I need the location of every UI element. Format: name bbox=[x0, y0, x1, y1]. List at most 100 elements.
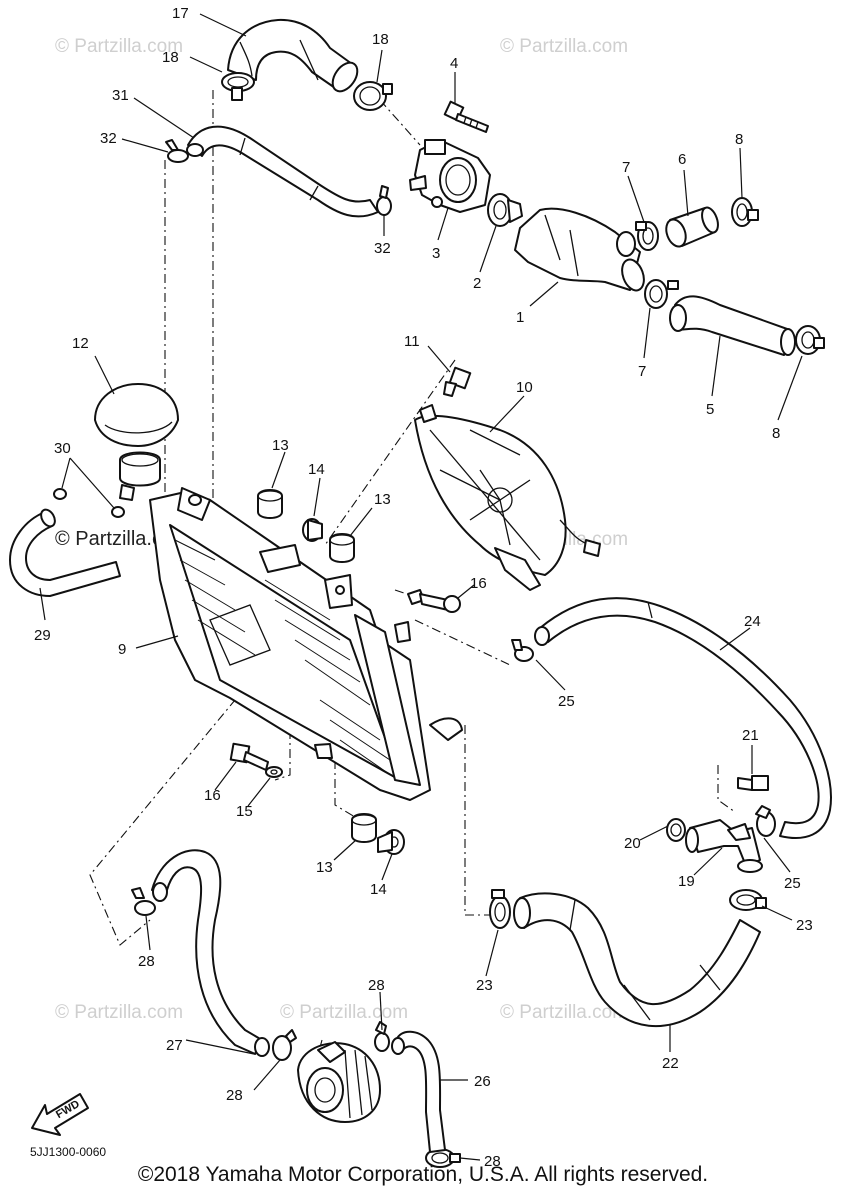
callout-28: 28 bbox=[138, 953, 155, 970]
callout-5: 5 bbox=[706, 401, 714, 418]
callout-19: 19 bbox=[678, 873, 695, 890]
callout-15: 15 bbox=[236, 803, 253, 820]
thermostat-housing-1 bbox=[514, 207, 645, 292]
callout-32: 32 bbox=[374, 240, 391, 257]
diagram-code: 5JJ1300-0060 bbox=[30, 1145, 106, 1159]
callout-28: 28 bbox=[368, 977, 385, 994]
watermark: © Partzilla.com bbox=[500, 36, 628, 57]
callout-8: 8 bbox=[772, 425, 780, 442]
callout-9: 9 bbox=[118, 641, 126, 658]
damper-13-mid bbox=[329, 533, 355, 563]
callout-28: 28 bbox=[226, 1087, 243, 1104]
hose-27 bbox=[151, 849, 270, 1057]
callout-2: 2 bbox=[473, 275, 481, 292]
joint-pipe-19 bbox=[685, 819, 763, 873]
leader-lines bbox=[39, 13, 803, 1161]
callout-13: 13 bbox=[374, 491, 391, 508]
hose-22 bbox=[513, 892, 761, 1028]
clamp-8-bottom bbox=[795, 325, 825, 355]
watermark: © Partzilla.com bbox=[280, 1002, 408, 1023]
callout-31: 31 bbox=[112, 87, 129, 104]
callout-25: 25 bbox=[784, 875, 801, 892]
callout-17: 17 bbox=[172, 5, 189, 22]
bolt-16-top bbox=[407, 589, 461, 613]
bolt-4 bbox=[443, 100, 489, 133]
clamp-28-top-pump bbox=[374, 1021, 390, 1052]
callout-3: 3 bbox=[432, 245, 440, 262]
watermark: © Partzilla.com bbox=[55, 1002, 183, 1023]
thermostat-2 bbox=[487, 193, 523, 227]
watermark: © Partzilla.com bbox=[500, 1002, 628, 1023]
callout-24: 24 bbox=[744, 613, 761, 630]
hose-17 bbox=[227, 18, 359, 93]
clip-32-left bbox=[165, 139, 189, 163]
radiator-9 bbox=[149, 487, 463, 801]
callout-7: 7 bbox=[638, 363, 646, 380]
callout-11: 11 bbox=[404, 333, 420, 350]
collar-14-bottom bbox=[377, 829, 405, 855]
clamp-18-left bbox=[221, 72, 255, 101]
clamp-28-left bbox=[131, 887, 156, 916]
fwd-arrow: FWD bbox=[31, 1093, 89, 1136]
washer-15 bbox=[265, 766, 283, 778]
callout-28: 28 bbox=[484, 1153, 501, 1170]
callout-27: 27 bbox=[166, 1037, 183, 1054]
callout-26: 26 bbox=[474, 1073, 491, 1090]
callout-numbers: 17 18 18 4 31 32 32 3 2 7 6 8 1 7 5 8 12… bbox=[34, 5, 813, 1170]
clamp-28-bottom bbox=[272, 1029, 297, 1061]
fan-10 bbox=[414, 404, 601, 591]
clamp-23-left bbox=[489, 889, 511, 929]
bolt-16-bottom bbox=[229, 742, 269, 771]
water-pump bbox=[297, 1041, 381, 1123]
callout-14: 14 bbox=[370, 881, 387, 898]
clamp-25-top bbox=[511, 639, 534, 662]
radiator-cap-12 bbox=[94, 383, 179, 501]
damper-13-bottom bbox=[351, 813, 377, 843]
thermostat-cover-3 bbox=[409, 139, 491, 213]
callout-8: 8 bbox=[735, 131, 743, 148]
clip-30 bbox=[53, 488, 125, 518]
callout-30: 30 bbox=[54, 440, 71, 457]
callout-16: 16 bbox=[204, 787, 221, 804]
callout-13: 13 bbox=[272, 437, 289, 454]
callout-23: 23 bbox=[796, 917, 813, 934]
clamp-7-top bbox=[635, 221, 659, 251]
clip-32-right bbox=[376, 185, 392, 216]
callout-4: 4 bbox=[450, 55, 458, 72]
hose-29 bbox=[9, 508, 121, 597]
callout-7: 7 bbox=[622, 159, 630, 176]
copyright-notice: ©2018 Yamaha Motor Corporation, U.S.A. A… bbox=[137, 1163, 709, 1186]
bolt-21 bbox=[737, 775, 769, 791]
callout-14: 14 bbox=[308, 461, 325, 478]
hose-26 bbox=[391, 1030, 446, 1153]
callout-18: 18 bbox=[372, 31, 389, 48]
clamp-7-bottom bbox=[644, 279, 679, 309]
clamp-23-right bbox=[729, 889, 767, 911]
callout-13: 13 bbox=[316, 859, 333, 876]
callout-25: 25 bbox=[558, 693, 575, 710]
callout-22: 22 bbox=[662, 1055, 679, 1072]
callout-23: 23 bbox=[476, 977, 493, 994]
bolt-11 bbox=[443, 366, 472, 397]
hose-5 bbox=[669, 295, 796, 356]
callout-12: 12 bbox=[72, 335, 89, 352]
callout-10: 10 bbox=[516, 379, 533, 396]
collar-14-top bbox=[302, 518, 323, 542]
callout-29: 29 bbox=[34, 627, 51, 644]
clamp-8-top bbox=[731, 197, 759, 227]
callout-21: 21 bbox=[742, 727, 759, 744]
damper-13-top bbox=[257, 489, 283, 519]
callout-1: 1 bbox=[516, 309, 524, 326]
callout-16: 16 bbox=[470, 575, 487, 592]
callout-18: 18 bbox=[162, 49, 179, 66]
callout-6: 6 bbox=[678, 151, 686, 168]
watermark: © Partzilla.com bbox=[55, 36, 183, 57]
clamp-25-right bbox=[755, 805, 776, 837]
hose-24 bbox=[534, 597, 832, 840]
callout-20: 20 bbox=[624, 835, 641, 852]
clamp-18-right bbox=[353, 81, 393, 111]
o-ring-20 bbox=[666, 818, 686, 842]
hose-31 bbox=[186, 125, 379, 218]
joint-6 bbox=[665, 206, 719, 248]
